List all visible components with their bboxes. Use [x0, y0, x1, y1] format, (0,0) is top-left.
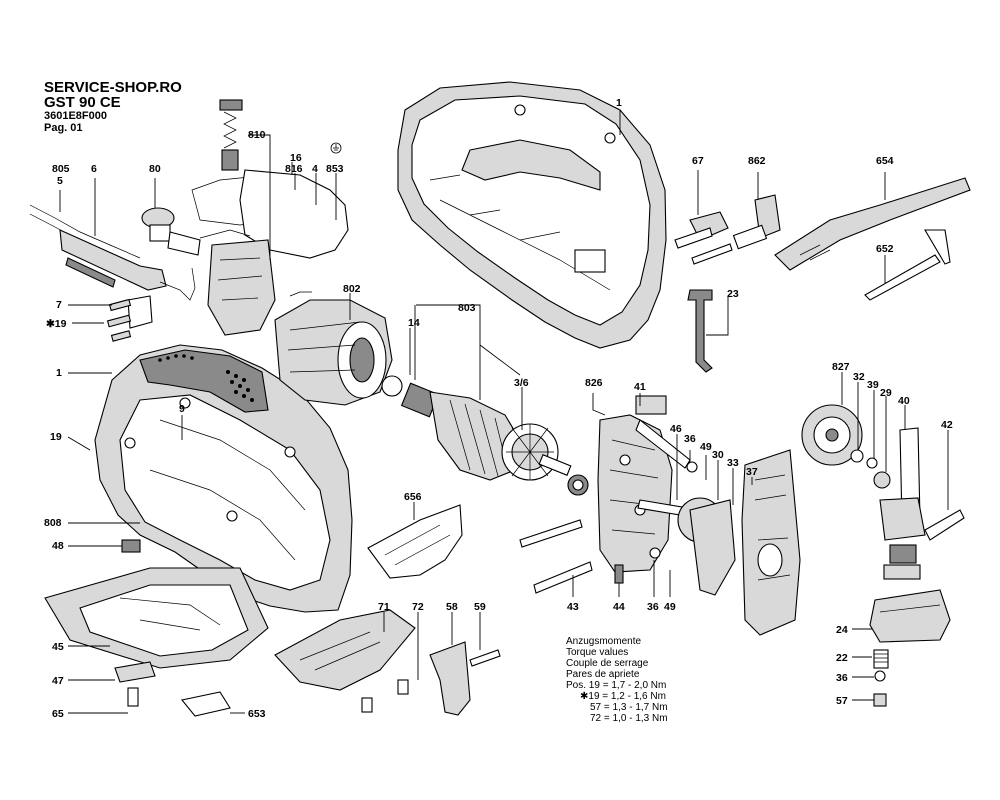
guard-71: [274, 609, 416, 713]
shop-name: SERVICE-SHOP.RO: [44, 79, 182, 96]
torque-row: Pos. 19 = 1,7 - 2,0 Nm: [566, 680, 667, 691]
torque-title-es: Pares de apriete: [566, 669, 640, 680]
callout-853: 853: [326, 163, 344, 175]
housing-half-top: [397, 81, 667, 349]
callout-46: 46: [670, 423, 682, 435]
torque-row: 57 = 1,3 - 1,7 Nm: [590, 702, 668, 713]
callout-652: 652: [876, 243, 894, 255]
callout-48: 48: [52, 540, 64, 552]
callout-16: 16: [290, 152, 302, 164]
torque-title-de: Anzugsmomente: [566, 636, 642, 647]
gear-plate: [597, 395, 701, 573]
torque-values-table: Anzugsmomente Torque values Couple de se…: [566, 636, 668, 724]
callout-57: 57: [836, 695, 848, 707]
callout-49-lower: 49: [664, 601, 676, 613]
torque-title-fr: Couple de serrage: [566, 658, 649, 669]
drive-gear: [801, 404, 891, 489]
callout-14: 14: [408, 317, 420, 329]
speed-switch: [141, 207, 201, 256]
part-number: 3601E8F000: [44, 110, 107, 122]
ground-symbol-icon: [330, 142, 342, 154]
torque-row: ✱19 = 1,2 - 1,6 Nm: [580, 691, 666, 702]
callout-808: 808: [44, 517, 62, 529]
callout-star-19: ✱19: [46, 318, 67, 330]
callout-805: 805: [52, 163, 70, 175]
callout-7: 7: [56, 299, 62, 311]
callout-67: 67: [692, 155, 704, 167]
callout-24: 24: [836, 624, 848, 636]
callout-6: 6: [91, 163, 97, 175]
callout-40: 40: [898, 395, 910, 407]
callout-29: 29: [880, 387, 892, 399]
callout-4: 4: [312, 163, 318, 175]
callout-80: 80: [149, 163, 161, 175]
callout-810: 810: [248, 129, 266, 141]
clamp-screws: [106, 295, 153, 342]
callout-1-main: 1: [56, 367, 62, 379]
lever-and-plate: [677, 449, 801, 636]
callout-653: 653: [248, 708, 266, 720]
callout-36-upper: 36: [684, 433, 696, 445]
callout-826: 826: [585, 377, 603, 389]
callout-42: 42: [941, 419, 953, 431]
callout-72: 72: [412, 601, 424, 613]
callout-802: 802: [343, 283, 361, 295]
callout-47: 47: [52, 675, 64, 687]
callout-1-top: 1: [616, 97, 622, 109]
callout-654: 654: [876, 155, 894, 167]
armature: [381, 375, 589, 496]
base-clamps: [114, 661, 231, 717]
callout-labels: 805 5 6 80 810 16 816 4 853 1 67 862 654…: [44, 97, 953, 720]
callout-656: 656: [404, 491, 422, 503]
model-name: GST 90 CE: [44, 94, 121, 111]
housing-half-main: [94, 344, 353, 613]
callout-827: 827: [832, 361, 850, 373]
callout-30: 30: [712, 449, 724, 461]
brush-holder-assembly: [191, 99, 349, 336]
callout-65: 65: [52, 708, 64, 720]
callout-23: 23: [727, 288, 739, 300]
callout-43: 43: [567, 601, 579, 613]
torque-row: 72 = 1,0 - 1,3 Nm: [590, 713, 668, 724]
callout-3-6: 3/6: [514, 377, 529, 389]
callout-816: 816: [285, 163, 303, 175]
callout-45: 45: [52, 641, 64, 653]
callout-9: 9: [179, 403, 185, 415]
lever-58: [429, 641, 501, 716]
plunger-assembly: [869, 427, 965, 707]
callout-37: 37: [746, 466, 758, 478]
callout-49-upper: 49: [700, 441, 712, 453]
callout-803: 803: [458, 302, 476, 314]
field-stator: [274, 299, 393, 406]
callout-71: 71: [378, 601, 390, 613]
callout-32: 32: [853, 371, 865, 383]
dust-cover: [367, 504, 463, 579]
callout-41: 41: [634, 381, 646, 393]
callout-5: 5: [57, 175, 63, 187]
leader-lines: [59, 110, 949, 714]
accessories: [674, 177, 971, 373]
guide-rods: [519, 461, 698, 594]
callout-33: 33: [727, 457, 739, 469]
callout-862: 862: [748, 155, 766, 167]
callout-36-lower: 36: [647, 601, 659, 613]
callout-39: 39: [867, 379, 879, 391]
page-number: Pag. 01: [44, 122, 83, 134]
callout-58: 58: [446, 601, 458, 613]
torque-title-en: Torque values: [566, 647, 629, 658]
callout-59: 59: [474, 601, 486, 613]
callout-19: 19: [50, 431, 62, 443]
callout-22: 22: [836, 652, 848, 664]
callout-36-right: 36: [836, 672, 848, 684]
power-cable: [29, 204, 196, 301]
callout-44: 44: [613, 601, 625, 613]
base-plate: [44, 539, 269, 669]
